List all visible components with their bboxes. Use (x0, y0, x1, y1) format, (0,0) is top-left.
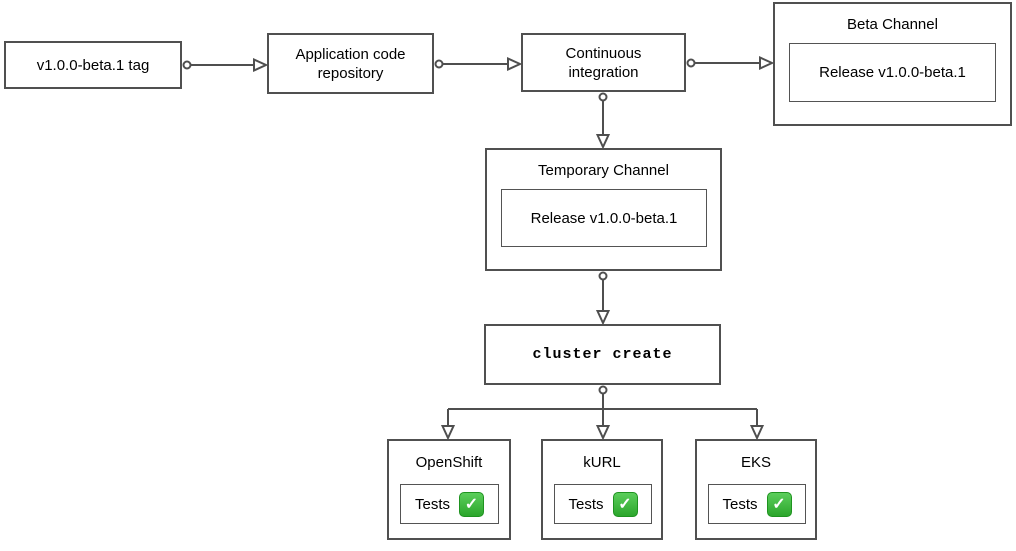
node-continuous-integration: Continuous integration (521, 33, 686, 92)
temporary-channel-title: Temporary Channel (538, 162, 669, 179)
node-kurl: kURL Tests ✓ (541, 439, 663, 540)
connector-ci-to-temp (595, 92, 611, 150)
version-tag-label: v1.0.0-beta.1 tag (36, 56, 150, 74)
connector-temp-to-cluster (595, 271, 611, 326)
kurl-title: kURL (583, 454, 621, 471)
check-mark-button-icon: ✓ (612, 491, 638, 517)
eks-tests-box: Tests ✓ (708, 484, 806, 524)
check-mark-button-icon: ✓ (459, 491, 484, 517)
node-beta-channel: Beta Channel Release v1.0.0-beta.1 (773, 2, 1012, 126)
node-eks: EKS Tests ✓ (695, 439, 817, 540)
node-app-repo: Application code repository (267, 33, 434, 94)
connector-repo-to-ci (434, 56, 523, 72)
beta-channel-title: Beta Channel (847, 16, 938, 33)
temp-release-label: Release v1.0.0-beta.1 (530, 209, 678, 227)
check-glyph: ✓ (618, 495, 632, 513)
cluster-create-label: cluster create (532, 346, 673, 363)
node-beta-release: Release v1.0.0-beta.1 (789, 43, 996, 102)
node-temporary-channel: Temporary Channel Release v1.0.0-beta.1 (485, 148, 722, 271)
ci-label: Continuous integration (565, 44, 642, 81)
app-repo-label: Application code repository (295, 45, 406, 82)
openshift-title: OpenShift (415, 454, 483, 471)
check-glyph: ✓ (464, 495, 479, 513)
openshift-tests-label: Tests (414, 495, 450, 513)
beta-release-label: Release v1.0.0-beta.1 (819, 64, 966, 81)
kurl-tests-label: Tests (568, 495, 604, 513)
check-glyph: ✓ (772, 495, 786, 513)
connector-tag-to-repo (182, 57, 269, 73)
node-openshift: OpenShift Tests ✓ (387, 439, 511, 540)
openshift-tests-box: Tests ✓ (400, 484, 499, 524)
connector-cluster-to-tests (440, 385, 765, 441)
connector-ci-to-beta (686, 55, 775, 71)
node-version-tag: v1.0.0-beta.1 tag (4, 41, 182, 89)
node-cluster-create: cluster create (484, 324, 721, 385)
node-temp-release: Release v1.0.0-beta.1 (501, 189, 707, 247)
eks-title: EKS (740, 454, 771, 471)
eks-tests-label: Tests (722, 495, 758, 513)
check-mark-button-icon: ✓ (766, 491, 792, 517)
kurl-tests-box: Tests ✓ (554, 484, 652, 524)
